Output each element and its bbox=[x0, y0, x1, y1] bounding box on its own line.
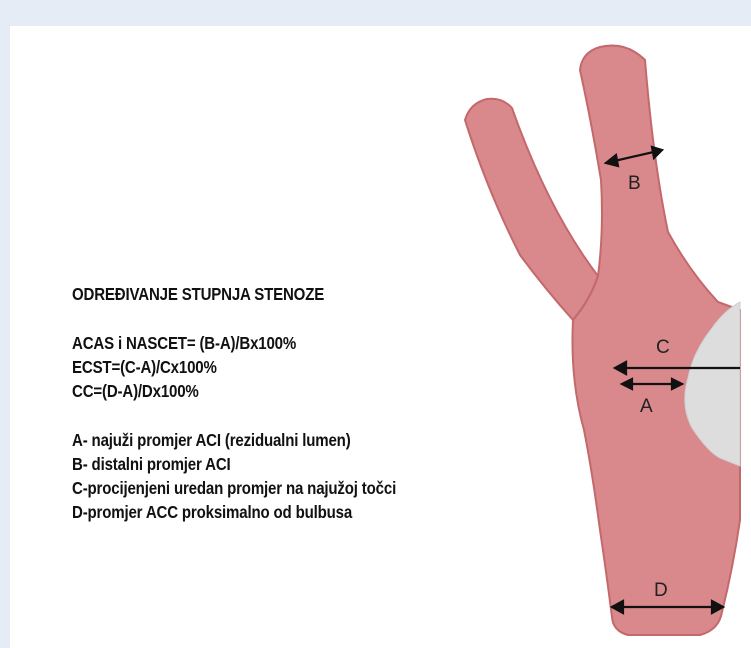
definition-d: D-promjer ACC proksimalno od bulbusa bbox=[72, 500, 396, 524]
label-b: B bbox=[628, 173, 641, 194]
definition-c: C-procijenjeni uredan promjer na najužoj… bbox=[72, 476, 396, 500]
definition-b: B- distalni promjer ACI bbox=[72, 452, 396, 476]
formula-list: ACAS i NASCET= (B-A)/Bx100% ECST=(C-A)/C… bbox=[72, 331, 396, 403]
definition-list: A- najuži promjer ACI (rezidualni lumen)… bbox=[72, 428, 396, 524]
formula-cc: CC=(D-A)/Dx100% bbox=[72, 379, 396, 403]
definition-a: A- najuži promjer ACI (rezidualni lumen) bbox=[72, 428, 396, 452]
legend-text: ODREĐIVANJE STUPNJA STENOZE ACAS i NASCE… bbox=[72, 282, 396, 524]
label-c: C bbox=[656, 337, 670, 358]
heading: ODREĐIVANJE STUPNJA STENOZE bbox=[72, 282, 396, 306]
label-d: D bbox=[654, 580, 668, 601]
external-carotid-branch bbox=[465, 99, 598, 320]
top-band bbox=[0, 0, 751, 26]
formula-acas-nascet: ACAS i NASCET= (B-A)/Bx100% bbox=[72, 331, 396, 355]
label-a: A bbox=[640, 396, 653, 417]
formula-ecst: ECST=(C-A)/Cx100% bbox=[72, 355, 396, 379]
